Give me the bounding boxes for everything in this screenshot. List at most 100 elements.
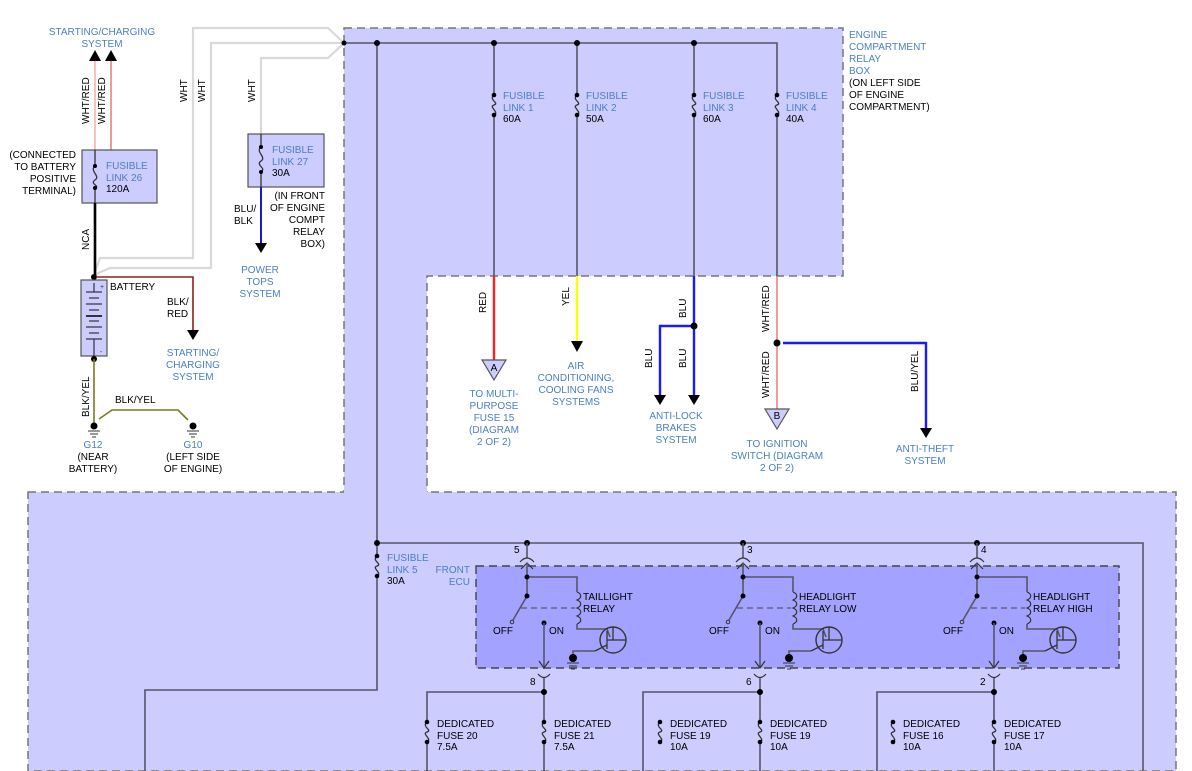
ground-icon <box>88 422 100 438</box>
dedicated-fuse-rating: 10A <box>1004 742 1022 753</box>
junction <box>93 164 97 168</box>
fuse-icon <box>690 92 698 118</box>
junction <box>91 274 97 280</box>
junction <box>491 40 497 46</box>
on-label: ON <box>549 626 564 637</box>
wire-label-whtred: WHT/RED <box>761 285 772 332</box>
arrow-up-icon <box>89 50 101 61</box>
fuse-icon <box>373 553 381 579</box>
ground-icon <box>1017 662 1029 670</box>
off-label: OFF <box>493 626 513 637</box>
on-label: ON <box>765 626 780 637</box>
fusible-link-1-rating: 60A <box>503 114 521 125</box>
wire-label-blu: BLU <box>678 299 689 318</box>
svg-text:-: - <box>100 349 103 356</box>
fusible-link-3-rating: 60A <box>703 114 721 125</box>
fuse-icon <box>656 719 664 745</box>
junction <box>690 322 698 330</box>
main-bus <box>344 42 778 92</box>
lower-bus <box>377 542 1144 771</box>
ground-icon <box>187 422 199 438</box>
battery-label: BATTERY <box>110 282 156 293</box>
wire-label-blkyel: BLK/YEL <box>81 376 92 417</box>
connector-a-label: A <box>491 363 498 374</box>
dedicated-fuse-rating: 7.5A <box>437 742 458 753</box>
dedicated-fuse-rating: 10A <box>670 742 688 753</box>
wire-label-whtred: WHT/RED <box>81 77 92 124</box>
blk-yel-wires <box>93 359 189 425</box>
fusible-link-4-rating: 40A <box>786 114 804 125</box>
dedicated-fuse-rating: 10A <box>770 742 788 753</box>
svg-text:+: + <box>100 284 104 291</box>
pin-in-label: 3 <box>747 545 753 556</box>
wht-wire-2 <box>93 41 344 277</box>
wire-label-nca: NCA <box>81 229 92 250</box>
wire-label-blkyel: BLK/YEL <box>115 395 156 406</box>
fl27-rating: 30A <box>272 168 290 179</box>
wire-label-wht: WHT <box>179 79 190 102</box>
junction <box>374 540 380 546</box>
dedicated-fuse-rating: 10A <box>903 742 921 753</box>
arrow-down-icon <box>920 428 932 438</box>
fl5-rating: 30A <box>387 576 405 587</box>
connector-b-label: B <box>774 411 781 422</box>
arrow-down-icon <box>187 330 199 340</box>
junction <box>93 186 97 190</box>
dedicated-fuse-rating: 7.5A <box>554 742 575 753</box>
arrow-down-icon <box>571 341 583 352</box>
ground-icon <box>783 662 795 670</box>
pin-in-label: 4 <box>981 545 987 556</box>
wire-label-bluyel: BLU/YEL <box>910 350 921 392</box>
pin-out-label: 6 <box>746 677 752 688</box>
wire-label-yel: YEL <box>561 287 572 306</box>
ground-icon <box>567 662 579 670</box>
junction <box>341 40 347 46</box>
wht-wire-1 <box>92 26 345 276</box>
wht-wire-3 <box>259 42 345 135</box>
wire-label-blublk: BLU/BLK <box>234 204 256 227</box>
off-label: OFF <box>709 626 729 637</box>
junction <box>259 145 263 149</box>
blk-red-wire <box>96 276 194 330</box>
wire-label-blu: BLU <box>678 349 689 368</box>
junction <box>773 339 781 347</box>
blue-wires <box>658 276 696 395</box>
connector-b <box>763 408 791 431</box>
fuse-icon <box>540 719 548 745</box>
junction <box>574 40 580 46</box>
fuse-icon <box>573 92 581 118</box>
fuse-icon <box>258 146 264 173</box>
arrow-down-icon <box>654 395 666 405</box>
junction <box>374 40 380 46</box>
fuse-icon <box>756 719 764 745</box>
wire-label-wht: WHT <box>197 79 208 102</box>
off-label: OFF <box>943 626 963 637</box>
wire-label-red: RED <box>478 292 489 313</box>
coil-icon <box>1025 591 1032 625</box>
junction <box>691 40 697 46</box>
pin-in-label: 5 <box>514 545 520 556</box>
wire-label-wht: WHT <box>247 79 258 102</box>
junction <box>259 170 263 174</box>
fuse-icon <box>773 92 781 118</box>
